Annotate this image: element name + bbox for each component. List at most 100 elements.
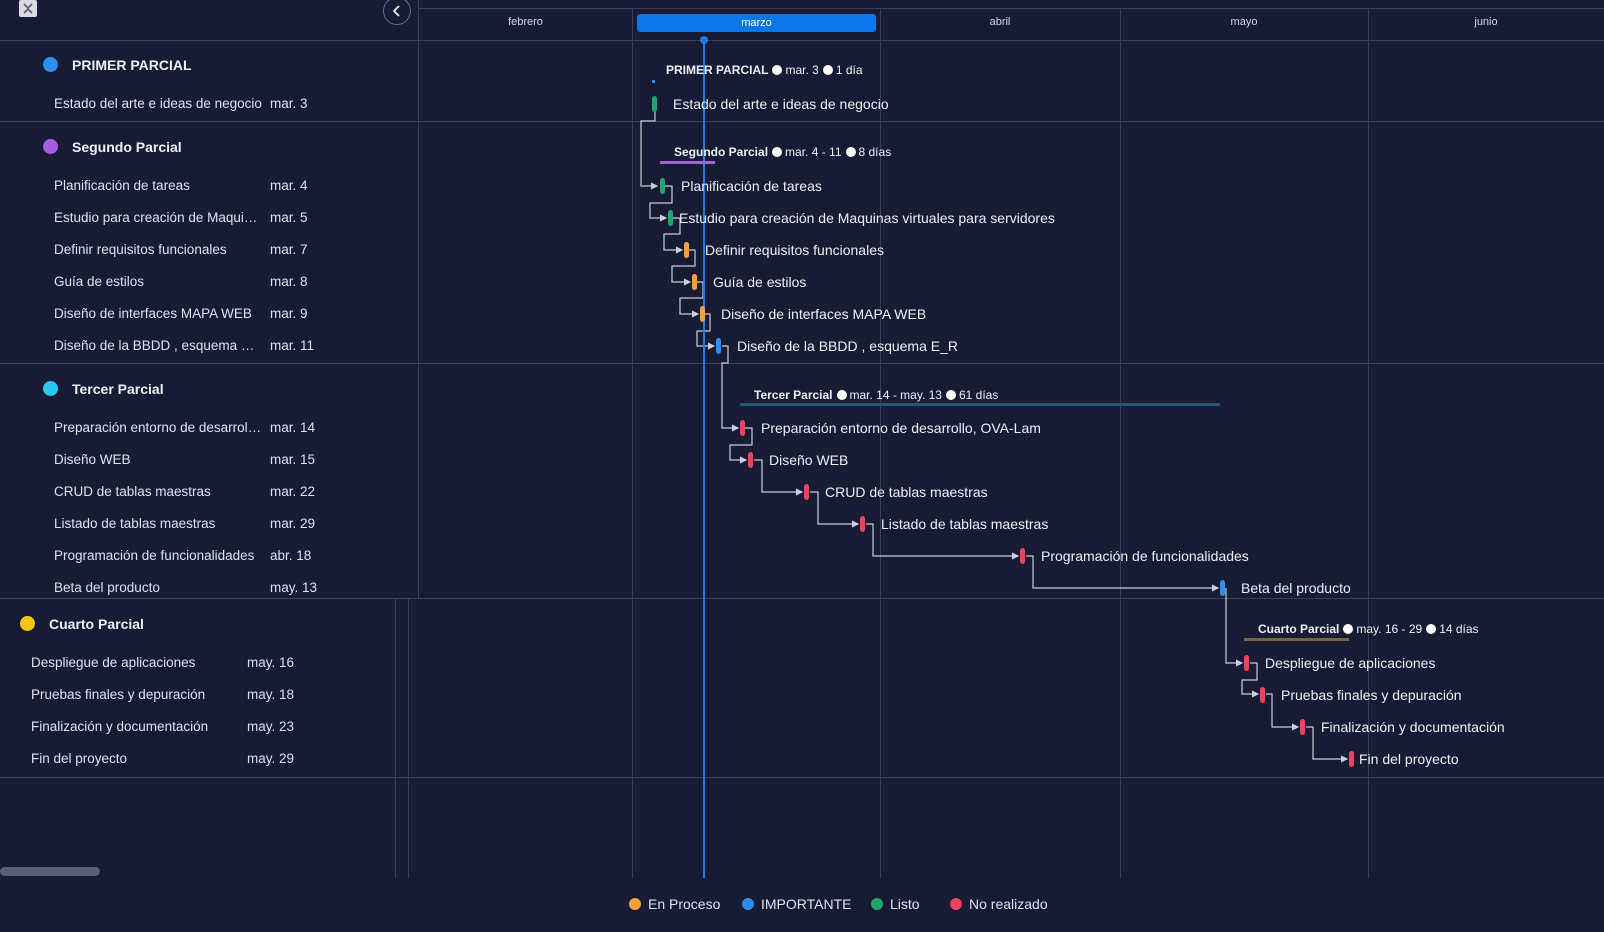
task-date: mar. 29 bbox=[270, 516, 316, 531]
group-title-segundo-parcial[interactable]: Segundo Parcial bbox=[72, 139, 182, 155]
month-abril[interactable]: abril bbox=[989, 16, 1011, 28]
task-date: abr. 18 bbox=[270, 548, 312, 563]
group-title-tercer-parcial[interactable]: Tercer Parcial bbox=[72, 381, 164, 397]
task-date: may. 13 bbox=[270, 580, 318, 595]
legend-label: En Proceso bbox=[648, 896, 721, 912]
task-bar[interactable] bbox=[1300, 719, 1305, 735]
connector bbox=[1266, 693, 1300, 731]
back-button[interactable] bbox=[383, 0, 411, 25]
task-date: may. 16 bbox=[247, 655, 295, 670]
compress-icon bbox=[23, 3, 33, 14]
task-date: may. 29 bbox=[247, 751, 295, 766]
task-date: mar. 5 bbox=[270, 210, 308, 225]
task-bar[interactable] bbox=[1244, 655, 1249, 671]
task-bar[interactable] bbox=[692, 274, 697, 290]
group-header-dates: mar. 4 - 11 bbox=[785, 145, 842, 159]
task-date: mar. 7 bbox=[270, 242, 308, 257]
group-header-name: Tercer Parcial bbox=[754, 388, 833, 402]
group-color-dot bbox=[43, 381, 58, 396]
task-date: mar. 8 bbox=[270, 274, 308, 289]
group-header-dates: may. 16 - 29 bbox=[1356, 622, 1423, 636]
task-bar[interactable] bbox=[668, 210, 673, 226]
legend-label: Listo bbox=[890, 896, 920, 912]
task-bar[interactable] bbox=[748, 452, 753, 468]
legend-dot bbox=[742, 898, 754, 910]
group-title-cuarto-parcial[interactable]: Cuarto Parcial bbox=[49, 616, 144, 632]
header-bottom-line bbox=[0, 40, 1604, 41]
connector bbox=[1241, 662, 1260, 698]
task-bar-label: Estudio para creación de Maquinas virtua… bbox=[679, 210, 1055, 226]
task-bar[interactable] bbox=[700, 306, 705, 322]
connector bbox=[866, 523, 1020, 560]
task-bar-label: Preparación entorno de desarrollo, OVA-L… bbox=[761, 420, 1041, 436]
group-color-dot bbox=[20, 616, 35, 631]
group-header-name: Segundo Parcial bbox=[674, 145, 769, 159]
task-date: mar. 3 bbox=[270, 96, 308, 111]
legend-item-importante[interactable]: IMPORTANTE bbox=[742, 896, 852, 912]
left-panel-border bbox=[418, 0, 419, 598]
collapse-button[interactable] bbox=[19, 0, 37, 17]
left-panel-border-lower-2 bbox=[408, 598, 409, 878]
left-panel-border-lower bbox=[395, 598, 396, 878]
task-bar-label: Despliegue de aplicaciones bbox=[1265, 655, 1436, 671]
connector bbox=[810, 491, 860, 528]
task-bar[interactable] bbox=[716, 338, 721, 354]
task-date: may. 23 bbox=[247, 719, 295, 734]
group-header-name: PRIMER PARCIAL bbox=[666, 63, 769, 77]
task-bar-label: Pruebas finales y depuración bbox=[1281, 687, 1462, 703]
task-bar[interactable] bbox=[804, 484, 809, 500]
group-header-duration: 61 días bbox=[958, 388, 999, 402]
task-bar[interactable] bbox=[1349, 751, 1354, 767]
group-divider-1 bbox=[0, 121, 1604, 122]
task-bar[interactable] bbox=[1020, 548, 1025, 564]
group-color-dot bbox=[43, 139, 58, 154]
task-bar-label: Planificación de tareas bbox=[681, 178, 822, 194]
today-marker bbox=[700, 36, 708, 44]
task-bar[interactable] bbox=[652, 96, 657, 112]
connector bbox=[1026, 555, 1220, 592]
group-span-bar bbox=[652, 80, 655, 83]
month-divider-1 bbox=[632, 8, 633, 878]
group-header-dates: mar. 14 - may. 13 bbox=[849, 388, 942, 402]
group-header-duration: 8 días bbox=[858, 145, 892, 159]
group-divider-4 bbox=[0, 777, 1604, 778]
task-bar[interactable] bbox=[1260, 687, 1265, 703]
group-header-dates: mar. 3 bbox=[785, 63, 819, 77]
connector bbox=[754, 459, 804, 496]
connector bbox=[663, 217, 684, 254]
group-title-primer-parcial[interactable]: PRIMER PARCIAL bbox=[72, 57, 192, 73]
task-bar[interactable] bbox=[660, 178, 665, 194]
connector bbox=[1306, 726, 1349, 763]
task-bar[interactable] bbox=[684, 242, 689, 258]
month-febrero[interactable]: febrero bbox=[508, 16, 543, 28]
legend-item-en-proceso[interactable]: En Proceso bbox=[629, 896, 720, 912]
month-marzo[interactable]: marzo bbox=[637, 14, 876, 32]
task-bar-label: Listado de tablas maestras bbox=[881, 516, 1049, 532]
month-junio[interactable]: junio bbox=[1474, 16, 1498, 28]
month-divider-2 bbox=[880, 8, 881, 878]
legend-dot bbox=[629, 898, 641, 910]
month-divider-4 bbox=[1368, 8, 1369, 878]
group-span-bar bbox=[660, 161, 715, 164]
horizontal-scrollbar[interactable] bbox=[0, 867, 100, 876]
legend-item-listo[interactable]: Listo bbox=[871, 896, 920, 912]
task-date: mar. 22 bbox=[270, 484, 316, 499]
task-bar[interactable] bbox=[860, 516, 865, 532]
today-line bbox=[703, 40, 705, 878]
group-color-dot bbox=[43, 57, 58, 72]
task-date: mar. 9 bbox=[270, 306, 308, 321]
connector bbox=[1225, 588, 1244, 667]
task-bar-label: Diseño WEB bbox=[769, 452, 849, 468]
group-span-bar bbox=[740, 403, 1220, 406]
connector bbox=[729, 427, 753, 464]
group-header-segundo-parcial[interactable]: Segundo Parcial mar. 4 - 11 8 días bbox=[674, 145, 891, 159]
legend-item-no-realizado[interactable]: No realizado bbox=[950, 896, 1048, 912]
task-bar[interactable] bbox=[740, 420, 745, 436]
task-date: may. 18 bbox=[247, 687, 295, 702]
month-mayo[interactable]: mayo bbox=[1230, 16, 1258, 28]
header-top-line bbox=[419, 8, 1604, 9]
task-bar[interactable] bbox=[1220, 580, 1225, 596]
group-header-tercer-parcial[interactable]: Tercer Parcial mar. 14 - may. 13 61 días bbox=[754, 388, 998, 402]
